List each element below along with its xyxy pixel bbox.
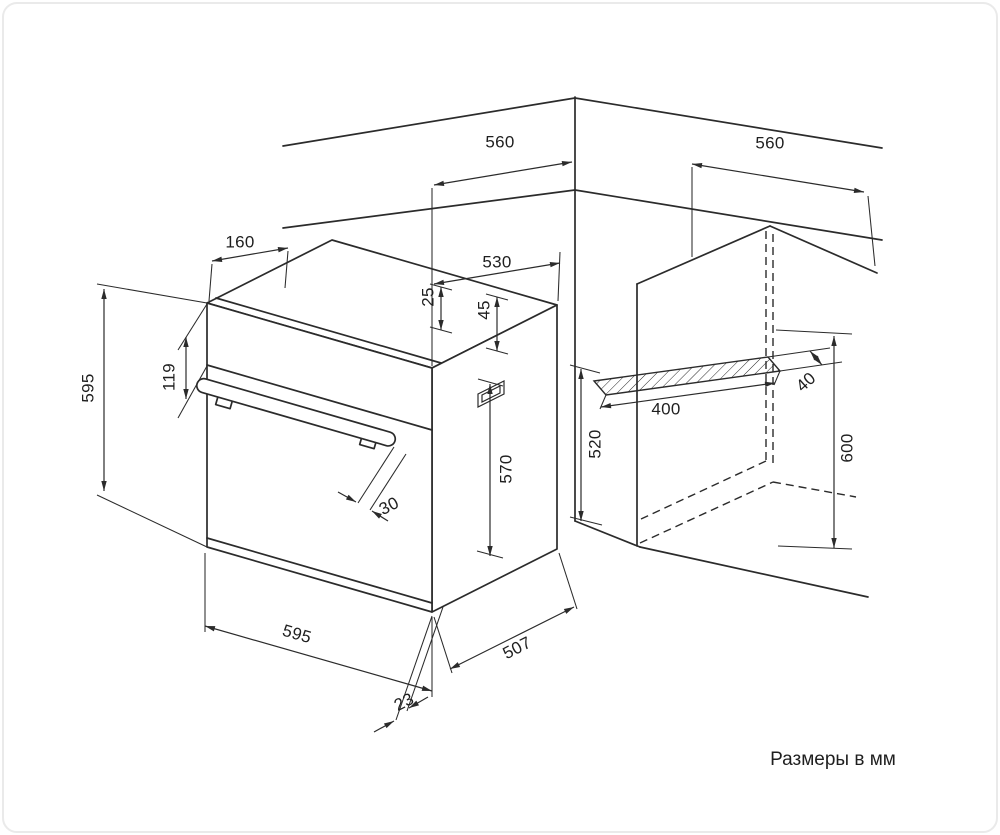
wall-counter-lines — [282, 96, 883, 598]
dim-label-520: 520 — [586, 429, 605, 458]
dim-label-45: 45 — [475, 300, 494, 320]
dim-label-600: 600 — [838, 433, 857, 462]
niche-top-edge — [636, 225, 771, 285]
oven-drawing — [195, 239, 558, 613]
oven-front-face — [206, 302, 433, 613]
units-note: Размеры в мм — [770, 749, 896, 770]
side-vent-box — [477, 380, 505, 408]
dim-label-595-bottom: 595 — [280, 621, 313, 647]
niche-hidden-edges — [639, 231, 857, 544]
dim-label-507: 507 — [500, 633, 535, 663]
oven-top-inset-line — [215, 297, 442, 364]
control-panel-line — [206, 364, 433, 431]
dimension-lines — [101, 160, 865, 692]
dim-label-25: 25 — [419, 287, 438, 307]
dim-label-570: 570 — [497, 454, 516, 483]
dim-label-530: 530 — [482, 253, 511, 272]
dim-label-40: 40 — [792, 368, 819, 395]
dim-label-560-left: 560 — [485, 133, 514, 152]
dim-label-595-left: 595 — [79, 373, 98, 402]
vent-cutout-strip — [592, 356, 782, 396]
dim-label-160: 160 — [225, 233, 254, 252]
dim-label-119: 119 — [160, 363, 179, 391]
small-dimension-arrows — [337, 491, 429, 733]
dim-label-400: 400 — [651, 400, 680, 419]
door-bottom-line — [206, 537, 433, 604]
dim-label-560-right: 560 — [755, 134, 784, 153]
